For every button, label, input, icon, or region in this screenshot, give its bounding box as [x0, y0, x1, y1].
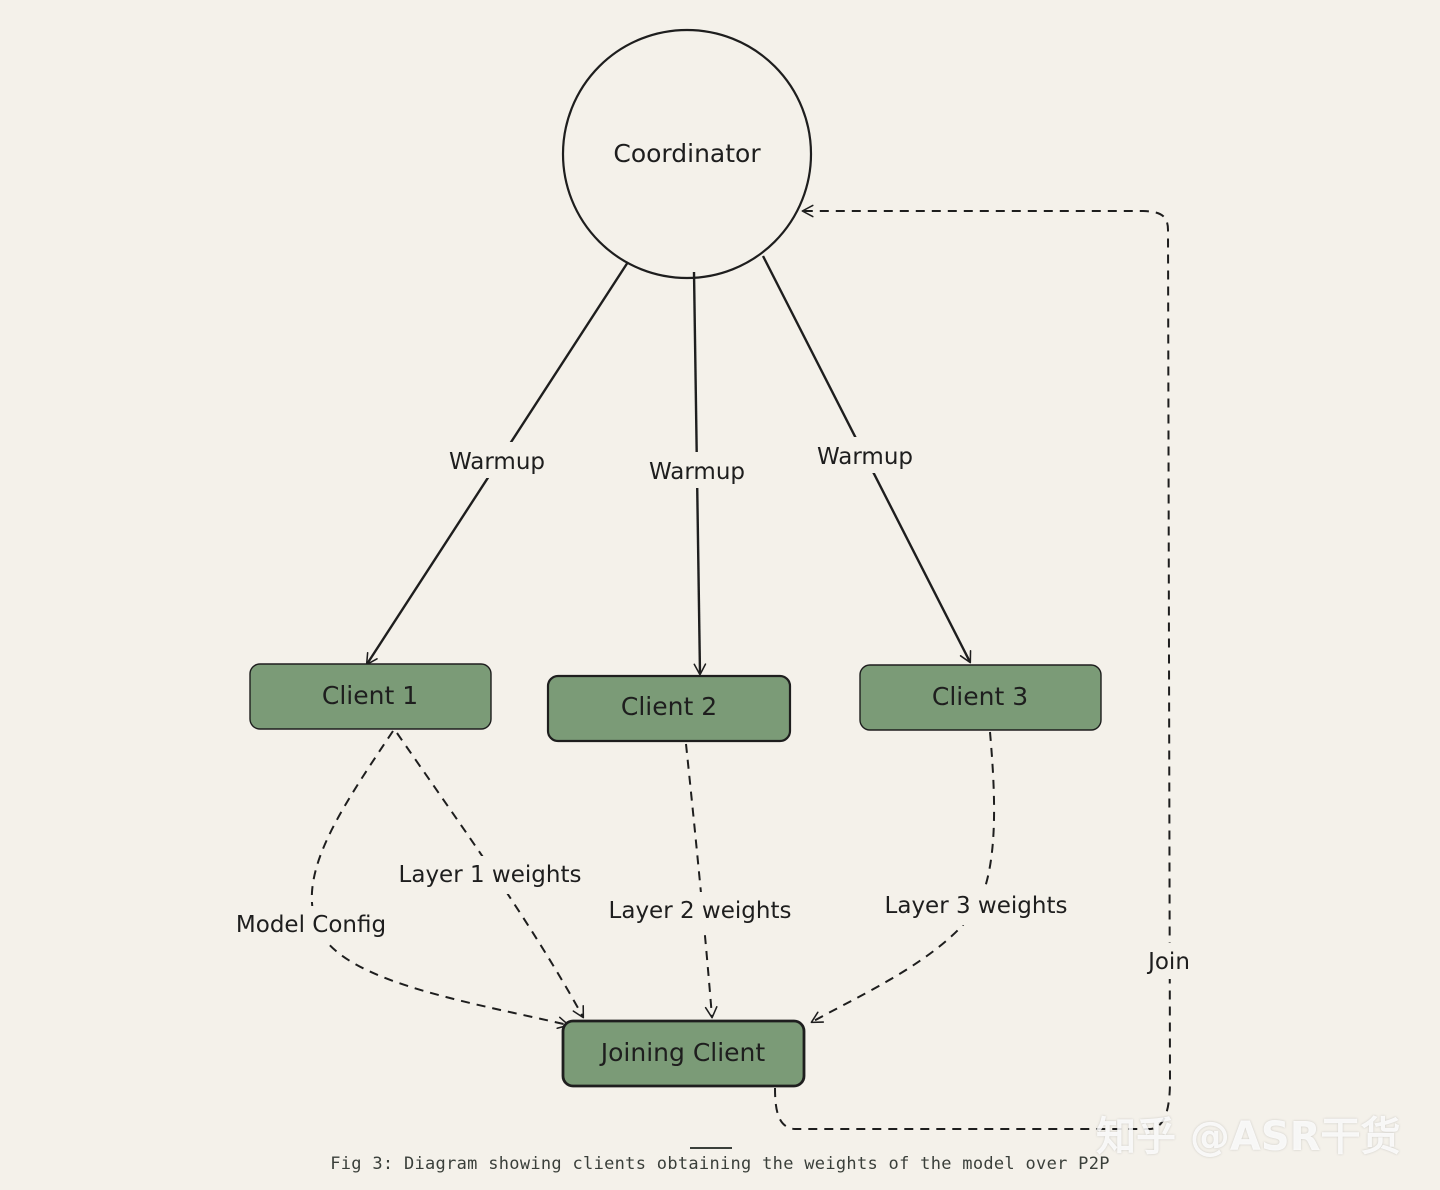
- client3-label: Client 3: [932, 682, 1028, 711]
- layer2-weights-label: Layer 2 weights: [609, 898, 792, 924]
- figure-caption: Fig 3: Diagram showing clients obtaining…: [330, 1154, 1110, 1174]
- coordinator-node: Coordinator: [561, 28, 813, 280]
- layer3-weights-label: Layer 3 weights: [885, 893, 1068, 919]
- edge-layer3-weights: [810, 731, 996, 1024]
- warmup-label-3: Warmup: [817, 444, 913, 470]
- edge-join: [774, 204, 1172, 1130]
- client1-label: Client 1: [322, 681, 418, 710]
- edge-layer2-weights: [685, 743, 718, 1019]
- client1-node: Client 1: [249, 663, 492, 730]
- client1-box: [249, 663, 492, 730]
- caption-rule: [690, 1147, 732, 1149]
- layer1-weights-label: Layer 1 weights: [399, 862, 582, 888]
- joining-client-label: Joining Client: [599, 1038, 766, 1067]
- coordinator-circle: [561, 28, 813, 280]
- client2-label: Client 2: [621, 692, 717, 721]
- joining-client-node: Joining Client: [561, 1019, 806, 1088]
- model-config-label: Model Config: [236, 912, 386, 938]
- client2-node: Client 2: [546, 674, 792, 743]
- warmup-label-2: Warmup: [649, 459, 745, 485]
- client3-box: [859, 664, 1102, 731]
- client3-node: Client 3: [859, 664, 1102, 731]
- joining-client-box: [561, 1019, 806, 1088]
- warmup-label-1: Warmup: [449, 449, 545, 475]
- client2-box: [546, 674, 792, 743]
- join-label: Join: [1146, 949, 1190, 975]
- watermark: 知乎 @ASR干货: [1096, 1114, 1401, 1160]
- coordinator-label: Coordinator: [613, 139, 761, 168]
